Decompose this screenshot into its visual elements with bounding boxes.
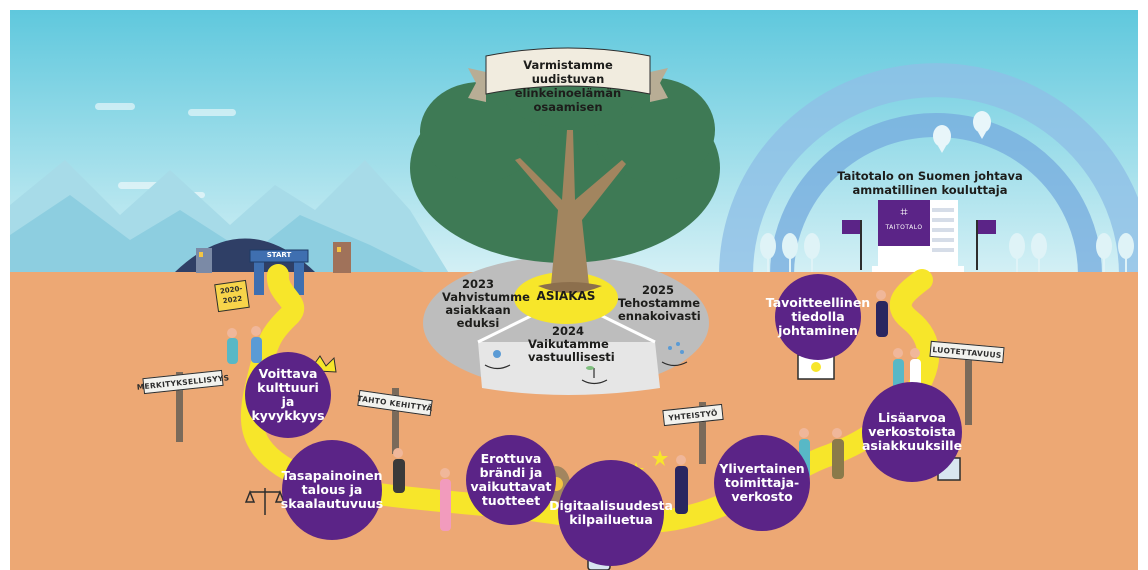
logo-mark-icon: ⌗ <box>900 205 908 220</box>
circle-lisaarvoa-line-2: verkostoista <box>868 424 956 439</box>
circle-digitaalisuus-line-1: Digitaalisuudesta <box>549 498 673 513</box>
taitotalo-tagline: Taitotalo on Suomen johtava ammatillinen… <box>830 169 1030 197</box>
circle-tasapainoinen-line-2: talous ja <box>301 482 363 497</box>
segment-2024-line-2: Vaikutamme <box>528 337 609 351</box>
circle-lisaarvoa-line-3: asiakkuuksille <box>861 438 963 453</box>
year-sign: 2020- 2022 <box>214 279 250 313</box>
circle-voittava-line-1: Voittava <box>258 366 318 381</box>
circle-voittava-line-3: kyvykkyys <box>251 408 325 423</box>
balloons <box>933 111 991 153</box>
circle-erottuva-line-1: Erottuva <box>480 451 542 466</box>
circle-lisaarvoa-line-1: Lisäarvoa <box>878 410 946 425</box>
houses <box>196 242 351 273</box>
circle-digitaalisuus-line-2: kilpailuetua <box>569 512 653 527</box>
circle-ylivertainen-line-1: Ylivertainen <box>719 461 805 476</box>
tree <box>410 48 720 293</box>
logo-text: TAITOTALO <box>885 224 923 231</box>
start-gate-label: START <box>266 251 292 259</box>
circle-tavoitteellinen-line-3: johtaminen <box>778 323 858 338</box>
small-trees <box>760 233 1134 275</box>
tagline-line-2: ammatillinen kouluttaja <box>852 183 1008 197</box>
segment-2025-year: 2025 <box>641 283 674 297</box>
segment-2024-line-3: vastuullisesti <box>528 350 615 364</box>
segment-2025: 2025 Tehostamme ennakoivasti <box>618 283 701 323</box>
segment-2023-year: 2023 <box>461 277 494 291</box>
segment-2023-line-3: asiakkaan <box>445 303 511 317</box>
circle-tasapainoinen-line-3: skaalautuvuus <box>280 496 384 511</box>
banner-line-2: elinkeinoelämän osaamisen <box>514 86 622 114</box>
circle-erottuva-line-4: tuotteet <box>481 493 541 508</box>
segment-2024-year: 2024 <box>551 324 584 338</box>
circle-ylivertainen-line-2: toimittaja- <box>724 475 800 490</box>
circle-tasapainoinen-line-1: Tasapainoinen <box>281 468 383 483</box>
segment-2025-line-2: Tehostamme <box>618 296 701 310</box>
segment-2023-line-4: eduksi <box>456 316 500 330</box>
core-label-asiakas: ASIAKAS <box>536 289 596 303</box>
circle-tavoitteellinen-line-1: Tavoitteellinen <box>765 295 871 310</box>
circle-erottuva-line-2: brändi ja <box>479 465 543 480</box>
segment-2025-line-3: ennakoivasti <box>618 309 701 323</box>
banner-text: Varmistamme uudistuvan elinkeinoelämän o… <box>490 58 646 114</box>
taitotalo-building <box>842 200 996 272</box>
circle-tavoitteellinen-line-2: tiedolla <box>791 309 845 324</box>
segment-2023: 2023 Vahvistumme asiakkaan eduksi <box>442 277 530 330</box>
people <box>227 290 921 531</box>
segment-icons <box>484 342 688 385</box>
tagline-line-1: Taitotalo on Suomen johtava <box>837 169 1023 183</box>
banner-line-1: Varmistamme uudistuvan <box>523 58 613 86</box>
banner-scroll <box>468 47 668 102</box>
start-gate <box>249 249 309 295</box>
segment-2024: 2024 Vaikutamme vastuullisesti <box>528 324 615 364</box>
strategy-illustration: Varmistamme uudistuvan elinkeinoelämän o… <box>10 10 1138 570</box>
rainbow-arcs <box>719 63 1138 276</box>
circle-ylivertainen-line-3: verkosto <box>731 489 793 504</box>
landscape-background <box>10 10 1138 570</box>
circle-erottuva-line-3: vaikuttavat <box>470 479 552 494</box>
taitotalo-logo: ⌗ TAITOTALO <box>878 205 930 232</box>
segment-2023-line-2: Vahvistumme <box>442 290 530 304</box>
sign-posts <box>176 355 972 464</box>
circle-voittava-line-2: kulttuuri ja <box>257 380 319 409</box>
